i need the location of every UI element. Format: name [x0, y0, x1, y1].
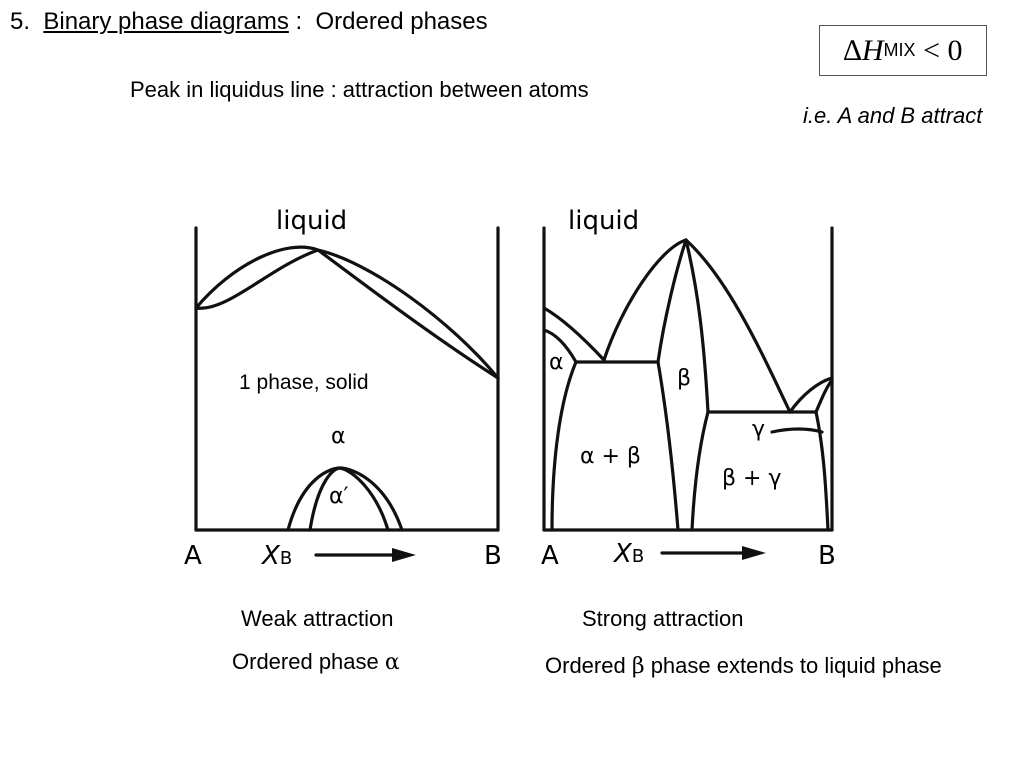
left-alpha-label: α [331, 424, 346, 449]
left-axis-b-label: B [484, 541, 502, 571]
left-solid-region-label: 1 phase, solid [239, 371, 369, 394]
attraction-note: i.e. A and B attract [803, 103, 983, 128]
title-rest: Ordered phases [315, 8, 488, 35]
left-liquidus-line [194, 245, 500, 380]
left-caption-line2: Ordered phase α [232, 649, 400, 675]
right-gamma-liquidus [788, 376, 834, 414]
right-alpha-solidus [542, 328, 578, 364]
right-caption-line2: Ordered β phase extends to liquid phase [545, 653, 942, 679]
left-xb-label: XB [262, 541, 292, 571]
left-xb-var: X [262, 541, 280, 571]
right-caption-line1: Strong attraction [582, 606, 744, 631]
subtitle: Peak in liquidus line : attraction betwe… [130, 77, 589, 102]
left-xb-arrowhead [392, 548, 416, 562]
enthalpy-relation: < 0 [923, 33, 963, 67]
right-beta-solidus-right [684, 238, 710, 414]
enthalpy-subscript: MIX [883, 40, 916, 60]
right-axis-b-label: B [818, 541, 836, 571]
enthalpy-symbol: H [861, 33, 884, 67]
right-alpha-liquidus [542, 306, 606, 362]
left-caption-greek: α [384, 650, 400, 675]
right-alpha-label: α [549, 350, 564, 375]
right-alpha-solvus [550, 360, 578, 532]
right-xb-arrowhead [742, 546, 766, 560]
right-gamma-pointer [770, 427, 824, 434]
left-order-dome-inner [308, 466, 390, 532]
left-phase-diagram [194, 226, 500, 532]
right-xb-var: X [614, 539, 632, 569]
right-beta-solidus-left [656, 238, 688, 364]
title-main: Binary phase diagrams [43, 8, 289, 35]
right-liquid-label: liquid [568, 206, 640, 236]
left-axis-a-label: A [184, 541, 202, 571]
left-caption-line1: Weak attraction [241, 606, 394, 631]
right-beta-gamma-label: β + γ [722, 466, 782, 491]
right-caption-greek: β [631, 654, 645, 679]
right-gamma-label: γ [752, 417, 766, 442]
right-caption-suffix: phase extends to liquid phase [650, 653, 942, 678]
right-xb-label: XB [614, 539, 644, 569]
left-solidus-line [194, 248, 500, 380]
right-beta-solvus-left [656, 360, 680, 532]
left-caption-prefix: Ordered phase [232, 649, 379, 674]
right-phase-diagram [542, 226, 834, 532]
title-separator: : [295, 8, 303, 35]
right-beta-solvus-right [690, 410, 710, 532]
right-beta-liquidus-right [684, 238, 792, 414]
right-alpha-beta-label: α + β [580, 444, 641, 469]
right-xb-sub: B [631, 546, 645, 567]
delta-symbol: ∆ [843, 33, 862, 67]
right-gamma-solidus [814, 378, 834, 414]
right-beta-label: β [677, 366, 692, 391]
right-gamma-solvus [814, 410, 830, 532]
left-xb-sub: B [279, 548, 293, 569]
slide-title: 5. Binary phase diagrams : Ordered phase… [10, 8, 488, 36]
left-liquid-label: liquid [276, 206, 348, 236]
right-axis-a-label: A [541, 541, 559, 571]
right-beta-liquidus-left [602, 238, 688, 362]
title-number: 5. [10, 8, 31, 35]
right-caption-prefix: Ordered [545, 653, 626, 678]
left-alpha-prime-label: α′ [329, 484, 349, 509]
